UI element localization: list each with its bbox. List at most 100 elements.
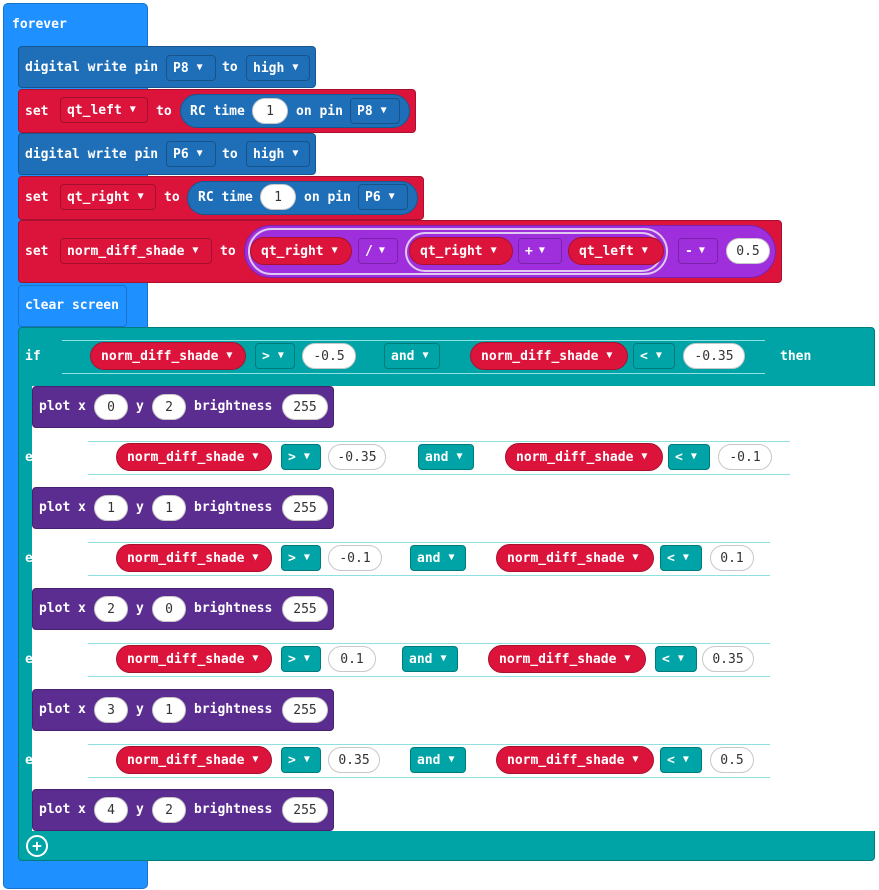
rc-time-input[interactable]: 1 — [260, 184, 296, 210]
x-input[interactable]: 1 — [94, 495, 128, 521]
compare-operator-dropdown[interactable]: >▼ — [281, 545, 321, 571]
y-input[interactable]: 2 — [152, 394, 186, 420]
variable-label: norm_diff_shade — [127, 449, 245, 465]
pin-dropdown[interactable]: P8▼ — [350, 98, 400, 124]
compare-operator-dropdown[interactable]: >▼ — [281, 646, 321, 672]
y-input[interactable]: 1 — [152, 495, 186, 521]
caret-down-icon: ▼ — [303, 552, 310, 563]
clear-screen-block[interactable] — [18, 285, 127, 327]
clear-screen-label: clear screen — [25, 298, 119, 313]
and-operator-dropdown[interactable]: and▼ — [410, 545, 466, 571]
compare-operator-dropdown[interactable]: <▼ — [660, 747, 702, 773]
brightness-label: brightness — [194, 500, 273, 515]
condition-keyword: else if — [25, 652, 80, 667]
minus-circle-icon[interactable]: − — [846, 749, 868, 771]
caret-down-icon: ▼ — [277, 350, 284, 361]
variable-norm-diff-shade[interactable]: norm_diff_shade▼ — [496, 746, 654, 774]
brightness-input[interactable]: 255 — [282, 394, 328, 420]
and-operator-dropdown[interactable]: and▼ — [384, 343, 440, 369]
variable-norm-diff-shade[interactable]: norm_diff_shade▼ — [470, 342, 628, 370]
brightness-input[interactable]: 255 — [282, 495, 328, 521]
compare-operator-dropdown[interactable]: >▼ — [281, 444, 321, 470]
subtract-value-input[interactable]: 0.5 — [726, 238, 770, 264]
upper-bound-input[interactable]: -0.35 — [683, 343, 745, 369]
variable-norm-diff-shade[interactable]: norm_diff_shade▼ — [90, 342, 246, 370]
upper-bound-input[interactable]: -0.1 — [718, 444, 772, 470]
minus-circle-icon[interactable]: − — [846, 648, 868, 670]
brightness-input[interactable]: 255 — [282, 797, 328, 823]
x-input[interactable]: 0 — [94, 394, 128, 420]
caret-down-icon: ▼ — [252, 653, 259, 664]
pin-dropdown[interactable]: P6▼ — [358, 184, 408, 210]
to-label: to — [156, 104, 172, 119]
compare-operator-dropdown[interactable]: <▼ — [668, 444, 710, 470]
variable-qt-right[interactable]: qt_right▼ — [409, 237, 513, 265]
lower-bound-input[interactable]: -0.35 — [328, 444, 386, 470]
and-expression-outline — [62, 340, 765, 374]
x-input[interactable]: 4 — [94, 797, 128, 823]
variable-norm-diff-shade[interactable]: norm_diff_shade▼ — [116, 645, 272, 673]
compare-operator-dropdown[interactable]: <▼ — [660, 545, 702, 571]
minus-circle-icon[interactable]: − — [846, 547, 868, 569]
level-dropdown[interactable]: high▼ — [246, 55, 310, 81]
x-input[interactable]: 2 — [94, 596, 128, 622]
operator-label: < — [667, 752, 675, 768]
variable-norm-diff-shade[interactable]: norm_diff_shade▼ — [116, 544, 272, 572]
caret-down-icon: ▼ — [682, 552, 689, 563]
variable-norm-diff-shade[interactable]: norm_diff_shade▼ — [116, 443, 272, 471]
caret-down-icon: ▼ — [490, 245, 497, 256]
lower-bound-input[interactable]: 0.35 — [328, 747, 380, 773]
operator-label: / — [365, 243, 373, 259]
upper-bound-input[interactable]: 0.35 — [702, 646, 754, 672]
operator-label: > — [288, 752, 296, 768]
pin-dropdown[interactable]: P6▼ — [166, 141, 216, 167]
compare-operator-dropdown[interactable]: <▼ — [655, 646, 697, 672]
subtract-operator-dropdown[interactable]: -▼ — [678, 238, 718, 264]
variable-label: norm_diff_shade — [101, 348, 219, 364]
and-operator-dropdown[interactable]: and▼ — [402, 646, 458, 672]
upper-bound-input[interactable]: 0.5 — [710, 747, 754, 773]
variable-norm-diff-shade[interactable]: norm_diff_shade▼ — [488, 645, 646, 673]
plus-circle-icon[interactable]: + — [26, 835, 48, 857]
variable-label: norm_diff_shade — [516, 449, 634, 465]
lower-bound-input[interactable]: -0.5 — [302, 343, 356, 369]
add-operator-dropdown[interactable]: +▼ — [518, 238, 562, 264]
variable-dropdown[interactable]: qt_right▼ — [60, 184, 156, 210]
minus-circle-icon[interactable]: − — [846, 446, 868, 468]
variable-label: qt_left — [579, 243, 634, 259]
y-input[interactable]: 2 — [152, 797, 186, 823]
caret-down-icon: ▼ — [606, 350, 613, 361]
variable-dropdown[interactable]: qt_left▼ — [60, 97, 148, 123]
then-label: then — [790, 753, 822, 768]
pin-dropdown[interactable]: P8▼ — [166, 55, 216, 81]
rc-time-label: RC time — [198, 190, 253, 205]
caret-down-icon: ▼ — [690, 451, 697, 462]
variable-qt-right[interactable]: qt_right▼ — [250, 237, 352, 265]
upper-bound-input[interactable]: 0.1 — [710, 545, 754, 571]
variable-label: norm_diff_shade — [499, 651, 617, 667]
lower-bound-input[interactable]: 0.1 — [328, 646, 376, 672]
compare-operator-dropdown[interactable]: >▼ — [255, 343, 295, 369]
compare-operator-dropdown[interactable]: <▼ — [633, 343, 675, 369]
variable-dropdown[interactable]: norm_diff_shade▼ — [60, 238, 212, 264]
lower-bound-input[interactable]: -0.1 — [328, 545, 382, 571]
compare-operator-dropdown[interactable]: >▼ — [281, 747, 321, 773]
y-input[interactable]: 0 — [152, 596, 186, 622]
operator-label: and — [425, 449, 449, 465]
variable-norm-diff-shade[interactable]: norm_diff_shade▼ — [116, 746, 272, 774]
y-input[interactable]: 1 — [152, 697, 186, 723]
caret-down-icon: ▼ — [192, 245, 199, 256]
rc-time-input[interactable]: 1 — [252, 98, 288, 124]
forever-label: forever — [12, 17, 67, 32]
level-dropdown[interactable]: high▼ — [246, 141, 310, 167]
variable-norm-diff-shade[interactable]: norm_diff_shade▼ — [505, 443, 663, 471]
brightness-input[interactable]: 255 — [282, 596, 328, 622]
brightness-input[interactable]: 255 — [282, 697, 328, 723]
and-operator-dropdown[interactable]: and▼ — [410, 747, 466, 773]
and-operator-dropdown[interactable]: and▼ — [418, 444, 474, 470]
variable-qt-left[interactable]: qt_left▼ — [568, 237, 664, 265]
x-input[interactable]: 3 — [94, 697, 128, 723]
divide-operator-dropdown[interactable]: /▼ — [358, 238, 398, 264]
variable-norm-diff-shade[interactable]: norm_diff_shade▼ — [496, 544, 654, 572]
caret-down-icon: ▼ — [252, 754, 259, 765]
